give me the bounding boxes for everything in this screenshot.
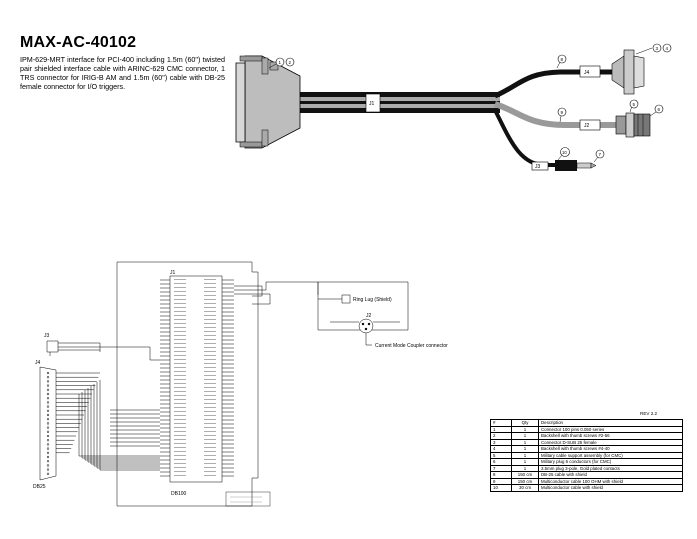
- bom-item-number: 10: [490, 484, 512, 492]
- j4-pin: [46, 384, 50, 387]
- j4-label: J4: [584, 70, 590, 76]
- j4-pin: [46, 418, 50, 421]
- j4-pin: [46, 409, 50, 412]
- wiring-schematic: [39, 261, 409, 507]
- j4-pin: [46, 401, 50, 404]
- j4-pin: [46, 455, 50, 459]
- j4-pin: [46, 447, 50, 450]
- callout-5: 5: [633, 102, 636, 107]
- callout-6: 6: [658, 107, 661, 112]
- j1-shell: [116, 261, 259, 507]
- j4-bus-wire: [93, 384, 160, 467]
- j4-bus-wire: [78, 394, 160, 457]
- j4-bus-wire: [87, 388, 160, 463]
- j4-pin: [46, 426, 50, 429]
- bom-item-qty: 30 cm: [511, 484, 539, 492]
- cmc-label: Current Mode Coupler connector: [375, 343, 448, 349]
- callout-2: 2: [289, 60, 292, 65]
- j4-pin: [46, 439, 50, 442]
- j3-schematic-label: J3: [44, 333, 50, 339]
- callout-4: 4: [666, 46, 669, 51]
- j4-pin: [46, 468, 50, 471]
- j1-connector: J1: [235, 55, 381, 149]
- j3-symbol: [46, 340, 59, 353]
- callout-7: 7: [599, 152, 602, 157]
- j4-part-label: DB25: [33, 484, 46, 490]
- j3-connector: J3: [531, 160, 597, 171]
- j3-label: J3: [535, 164, 541, 170]
- j4-pin: [46, 460, 50, 463]
- j4-pin: [46, 392, 50, 396]
- j2-schematic-label: J2: [366, 313, 372, 319]
- product-description: IPM-629-MRT interface for PCI-400 includ…: [20, 55, 225, 91]
- ring-lug-label: Ring Lug (Shield): [353, 297, 392, 303]
- j4-symbol: [39, 366, 57, 481]
- callout-8: 8: [561, 57, 564, 62]
- cable-assembly: J1 J4 J2 J3: [235, 43, 672, 171]
- j2-box: [317, 281, 409, 331]
- j2-label: J2: [584, 123, 590, 129]
- j4-pin: [46, 397, 50, 400]
- bom-item-description: Multiconductor cable with shield: [538, 484, 683, 492]
- j2-connector: J2: [579, 112, 651, 138]
- j4-schematic-label: J4: [35, 360, 41, 366]
- note-box: [225, 491, 271, 507]
- j4-pin: [46, 451, 50, 454]
- j4-pin: [46, 434, 50, 438]
- j4-pin: [46, 380, 50, 383]
- callout-1: 1: [279, 60, 282, 65]
- j4-cable: [493, 69, 612, 99]
- j4-pin: [46, 371, 50, 375]
- j2-cable: [494, 101, 618, 128]
- j4-pin: [46, 376, 50, 379]
- j4-bus-wire: [81, 392, 160, 459]
- j4-pin: [46, 430, 50, 433]
- j1-pins: [160, 279, 234, 477]
- j4-pin: [46, 413, 50, 417]
- j4-bus-wire: [84, 390, 160, 461]
- callout-3: 3: [656, 46, 659, 51]
- j1-schematic-label: J1: [170, 270, 176, 276]
- j4-pins: [46, 371, 50, 475]
- revision-label: REV 2.2: [640, 411, 658, 416]
- j4-pin: [46, 464, 50, 467]
- callout-10: 10: [562, 150, 567, 155]
- j4-connector: J4: [579, 49, 645, 95]
- ring-lug: [341, 294, 351, 304]
- callout-9: 9: [561, 110, 564, 115]
- j4-wires: [56, 372, 160, 471]
- j4-pin: [46, 388, 50, 391]
- j1-part-label: DB100: [171, 491, 187, 497]
- j4-bus-wire: [99, 380, 160, 471]
- j1-pin-body: [169, 275, 223, 483]
- j4-pin: [46, 405, 50, 408]
- cmc-connector-symbol: [358, 318, 374, 334]
- j4-bus-wire: [90, 386, 160, 465]
- callouts: 1 2 3 4 5 6 7 8 9 10: [268, 43, 672, 163]
- page-title: MAX-AC-40102: [20, 34, 137, 51]
- j1-label: J1: [369, 101, 375, 107]
- j4-bus-wire: [96, 382, 160, 469]
- j4-pin: [46, 472, 50, 475]
- j4-pin: [46, 422, 50, 425]
- j4-pin: [46, 443, 50, 446]
